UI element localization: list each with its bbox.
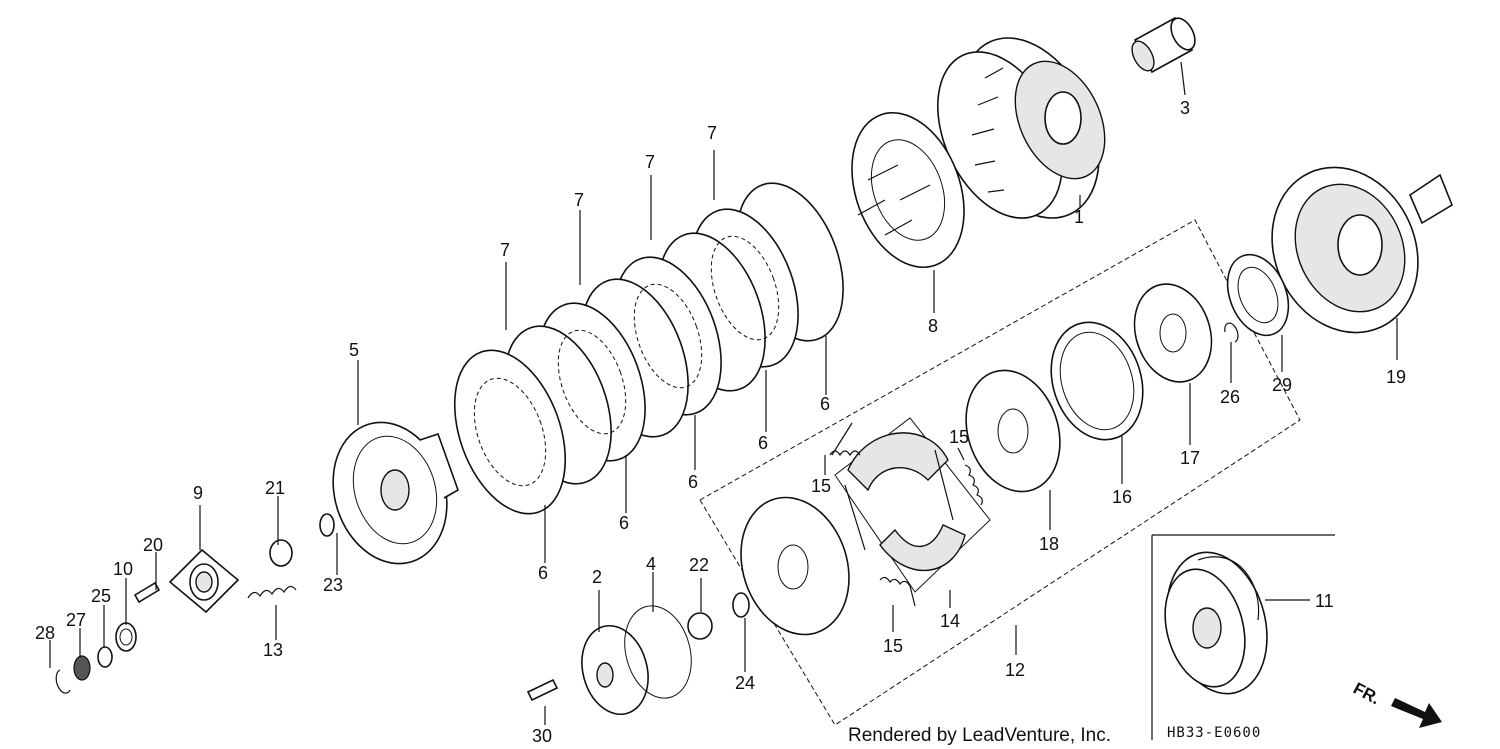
label-part-1: 1	[1074, 207, 1084, 227]
label-part-25: 25	[91, 586, 111, 606]
label-part-19: 19	[1386, 367, 1406, 387]
clutch-outer-housing	[937, 37, 1106, 219]
nut-21	[269, 539, 293, 567]
label-part-16: 16	[1112, 487, 1132, 507]
needle-bearing	[1226, 253, 1290, 337]
front-arrow-icon	[1391, 698, 1442, 728]
front-label: FR.	[1350, 679, 1383, 709]
label-part-26: 26	[1220, 387, 1240, 407]
washer-25	[97, 646, 113, 668]
label-part-10: 10	[113, 559, 133, 579]
snap-ring-26	[1224, 322, 1239, 343]
label-part-5: 5	[349, 340, 359, 360]
spring-15-right	[964, 464, 983, 506]
leader-lines	[49, 61, 1398, 725]
label-part-30: 30	[532, 726, 552, 746]
assembled-clutch-inset	[1151, 534, 1335, 740]
bearing-holder-9	[168, 548, 240, 614]
render-credit: Rendered by LeadVenture, Inc.	[848, 725, 1111, 746]
label-part-12: 12	[1005, 660, 1025, 680]
label-part-15a: 15	[949, 427, 969, 447]
label-part-29: 29	[1272, 375, 1292, 395]
label-part-27: 27	[66, 610, 86, 630]
collar	[1131, 16, 1196, 74]
label-part-6c: 6	[688, 472, 698, 492]
drive-gear-drum	[1271, 166, 1453, 334]
label-part-7d: 7	[500, 240, 510, 260]
label-part-18: 18	[1039, 534, 1059, 554]
label-part-4: 4	[646, 554, 656, 574]
drive-plate	[740, 496, 850, 636]
label-part-21: 21	[265, 478, 285, 498]
washer-24	[732, 592, 750, 618]
part-labels: 1 3 8 5 7 7 7 7 6 6 6 6 6 19 29 26 17 16…	[35, 98, 1406, 746]
label-part-15c: 15	[883, 636, 903, 656]
label-part-15b: 15	[811, 476, 831, 496]
label-part-3: 3	[1180, 98, 1190, 118]
pressure-plate	[851, 111, 965, 269]
cover-2	[581, 624, 649, 716]
one-way-27	[73, 655, 91, 681]
spring-13	[247, 585, 297, 599]
gasket-4	[624, 605, 692, 699]
front-direction-indicator: FR.	[1350, 679, 1442, 728]
diagram-code: HB33-E0600	[1167, 725, 1261, 741]
washer-10	[115, 622, 137, 652]
label-part-17: 17	[1180, 448, 1200, 468]
label-part-6e: 6	[538, 563, 548, 583]
label-part-14: 14	[940, 611, 960, 631]
assembly-boundary	[699, 219, 1301, 726]
label-part-24: 24	[735, 673, 755, 693]
plate-18	[965, 369, 1061, 493]
label-part-22: 22	[689, 555, 709, 575]
bolt-20	[133, 581, 161, 604]
bolt-30	[526, 678, 559, 702]
clutch-center-hub	[332, 421, 459, 565]
label-part-7a: 7	[707, 123, 717, 143]
clutch-plate-stack	[453, 182, 844, 515]
label-part-13: 13	[263, 640, 283, 660]
label-part-6d: 6	[619, 513, 629, 533]
washer-23	[319, 513, 335, 537]
label-part-23: 23	[323, 575, 343, 595]
label-part-7b: 7	[645, 152, 655, 172]
spring-15-bottom	[879, 576, 916, 607]
label-part-6b: 6	[758, 433, 768, 453]
label-part-28: 28	[35, 623, 55, 643]
spring-15-top	[829, 422, 861, 457]
centrifugal-weights	[834, 417, 991, 593]
label-part-20: 20	[143, 535, 163, 555]
nut-22	[687, 612, 713, 640]
label-part-6a: 6	[820, 394, 830, 414]
plate-17	[1133, 283, 1213, 383]
label-part-11: 11	[1315, 591, 1334, 611]
label-part-7c: 7	[574, 190, 584, 210]
label-part-8: 8	[928, 316, 938, 336]
plate-16	[1050, 321, 1144, 441]
label-part-2: 2	[592, 567, 602, 587]
snap-ring-28	[55, 669, 71, 694]
label-part-9: 9	[193, 483, 203, 503]
